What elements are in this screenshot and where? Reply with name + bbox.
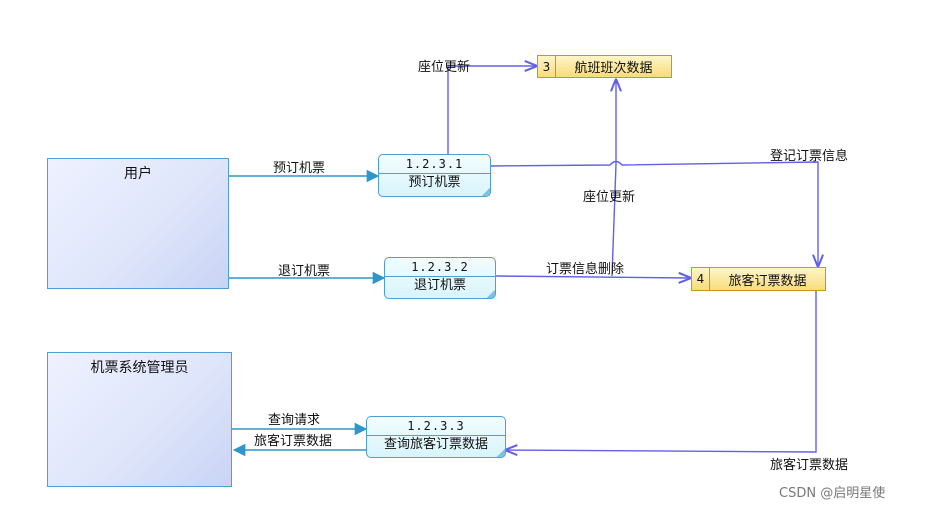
process-book[interactable]: 1.2.3.1 预订机票	[378, 154, 491, 197]
store-passenger-id: 4	[692, 268, 710, 290]
process-cancel-name: 退订机票	[413, 278, 466, 293]
store-passenger[interactable]: 4 旅客订票数据	[691, 267, 826, 291]
label-register-order: 登记订票信息	[770, 149, 849, 164]
entity-user-label: 用户	[124, 166, 152, 182]
label-seat-update-mid: 座位更新	[583, 190, 636, 205]
flow-delete-order	[495, 276, 690, 278]
entity-admin[interactable]: 机票系统管理员	[47, 352, 232, 487]
process-cancel[interactable]: 1.2.3.2 退订机票	[384, 257, 496, 299]
fold-corner-icon	[487, 290, 495, 298]
store-passenger-name: 旅客订票数据	[728, 273, 807, 289]
store-flight-id: 3	[538, 56, 556, 77]
flow-passenger-data-in	[506, 290, 817, 452]
watermark: CSDN @启明星使	[779, 486, 886, 501]
store-flight[interactable]: 3 航班班次数据	[537, 55, 672, 78]
process-cancel-id: 1.2.3.2	[385, 258, 495, 277]
flow-register-order	[490, 160, 818, 267]
label-passenger-data-in: 旅客订票数据	[770, 458, 849, 473]
fold-corner-icon	[497, 449, 505, 457]
flow-seat-update-mid	[612, 80, 616, 277]
label-seat-update-top: 座位更新	[418, 60, 471, 75]
flow-seat-update-top	[447, 66, 536, 154]
label-cancel-ticket: 退订机票	[278, 264, 331, 279]
label-query-request: 查询请求	[268, 413, 321, 428]
process-query-id: 1.2.3.3	[367, 417, 505, 436]
label-book-ticket: 预订机票	[273, 161, 326, 176]
process-query[interactable]: 1.2.3.3 查询旅客订票数据	[366, 416, 506, 458]
store-flight-name: 航班班次数据	[574, 61, 653, 76]
label-passenger-data-out: 旅客订票数据	[254, 434, 333, 449]
process-book-name: 预订机票	[408, 175, 461, 190]
label-delete-order: 订票信息删除	[546, 262, 625, 277]
process-query-name: 查询旅客订票数据	[383, 437, 488, 452]
entity-user[interactable]: 用户	[47, 158, 229, 289]
process-book-id: 1.2.3.1	[379, 155, 490, 174]
entity-admin-label: 机票系统管理员	[90, 360, 189, 376]
fold-corner-icon	[482, 188, 490, 196]
